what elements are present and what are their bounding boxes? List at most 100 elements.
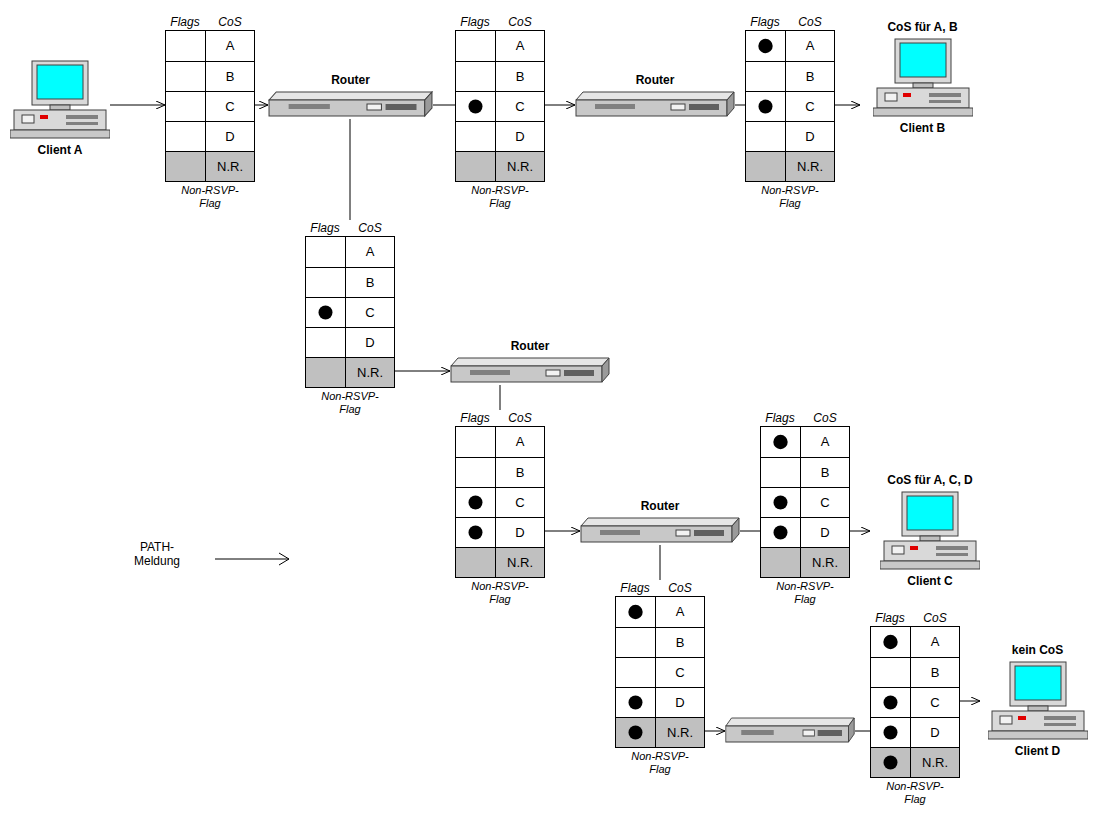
router: Router xyxy=(580,499,740,545)
router-top xyxy=(269,92,432,100)
flag-cell xyxy=(456,62,496,91)
flag-dot-icon xyxy=(616,688,655,717)
table-row: D xyxy=(456,517,544,547)
router-front xyxy=(726,726,849,742)
table-row: D xyxy=(616,687,704,717)
table-row: B xyxy=(761,457,849,487)
flag-cell xyxy=(761,488,801,517)
router-port xyxy=(367,104,381,110)
cos-cell: D xyxy=(911,718,959,747)
path-message-link xyxy=(960,701,980,702)
path-message-link xyxy=(395,371,450,372)
flag-dot xyxy=(883,635,897,649)
router-port xyxy=(671,104,685,110)
router-vent xyxy=(289,104,330,109)
flag-dot-icon xyxy=(616,597,655,627)
flag-dot xyxy=(469,496,483,510)
path-message-link xyxy=(735,105,745,106)
cos-cell: D xyxy=(346,328,394,357)
column-heading: CoS xyxy=(345,220,395,236)
table-caption: Non-RSVP- Flag xyxy=(758,184,822,210)
table-row: N.R. xyxy=(306,357,394,387)
table-row: C xyxy=(306,297,394,327)
flag-dot xyxy=(773,435,787,449)
table-row: B xyxy=(871,657,959,687)
table-row: C xyxy=(746,91,834,121)
cos-cell: A xyxy=(206,31,254,61)
flag-cell xyxy=(166,31,206,61)
path-message-link xyxy=(835,105,860,106)
flag-dot-icon xyxy=(456,92,495,121)
cos-cell: D xyxy=(786,122,834,151)
flag-table: FlagsCoSABCDN.R.Non-RSVP- Flag xyxy=(615,580,705,776)
flag-table: FlagsCoSABCDN.R.Non-RSVP- Flag xyxy=(745,14,835,210)
column-heading: Flags xyxy=(455,410,495,426)
flag-dot-icon xyxy=(871,688,910,717)
legend-text: PATH- Meldung xyxy=(125,540,189,568)
router: Router xyxy=(268,73,433,119)
router-icon xyxy=(725,717,855,745)
table-row: N.R. xyxy=(616,717,704,747)
non-rsvp-cell: N.R. xyxy=(496,548,544,577)
flag-dot xyxy=(629,726,643,740)
column-heading: Flags xyxy=(760,410,800,426)
table-row: C xyxy=(166,91,254,121)
monitor-screen xyxy=(907,496,953,530)
table-row: D xyxy=(761,517,849,547)
router-side xyxy=(732,518,739,542)
flag-cell xyxy=(871,748,911,777)
path-message-link xyxy=(545,531,580,532)
flag-cell xyxy=(746,122,786,151)
table-caption: Non-RSVP- Flag xyxy=(773,580,837,606)
computer-icon xyxy=(873,38,973,118)
flag-cell xyxy=(456,31,496,61)
cos-cell: D xyxy=(801,518,849,547)
flag-cell xyxy=(871,658,911,687)
cos-cell: D xyxy=(496,518,544,547)
column-heading: CoS xyxy=(655,580,705,596)
router-icon xyxy=(575,91,735,119)
non-rsvp-cell: N.R. xyxy=(346,358,394,387)
table-row: N.R. xyxy=(166,151,254,181)
flag-cell xyxy=(456,152,496,181)
cos-cell: A xyxy=(801,427,849,457)
flag-cell xyxy=(456,488,496,517)
desktop-case xyxy=(14,110,106,130)
keyboard xyxy=(873,108,973,116)
path-message-link xyxy=(705,731,725,732)
drive-slot xyxy=(936,546,968,550)
flag-dot-icon xyxy=(761,518,800,547)
non-rsvp-cell: N.R. xyxy=(786,152,834,181)
flag-cell xyxy=(871,718,911,747)
column-heading: CoS xyxy=(910,610,960,626)
router-label: Router xyxy=(580,499,740,514)
flag-cell xyxy=(456,427,496,457)
flag-dot xyxy=(629,696,643,710)
cos-cell: C xyxy=(206,92,254,121)
non-rsvp-cell: N.R. xyxy=(801,548,849,577)
path-message-link xyxy=(740,531,760,532)
flag-dot xyxy=(884,696,898,710)
client-computer: Client A xyxy=(10,60,110,158)
flag-cell xyxy=(166,122,206,151)
flag-cell xyxy=(616,658,656,687)
path-message-link xyxy=(545,105,575,106)
router-front xyxy=(451,366,602,382)
table-header: FlagsCoS xyxy=(305,220,395,236)
table-header: FlagsCoS xyxy=(870,610,960,626)
legend-item: PATH- Meldung xyxy=(125,540,189,568)
flag-cell xyxy=(166,62,206,91)
flag-dot-icon xyxy=(871,627,910,657)
flag-cell xyxy=(616,597,656,627)
client-label: Client D xyxy=(980,744,1095,759)
table-row: A xyxy=(166,31,254,61)
flag-cell xyxy=(616,628,656,657)
table-row: B xyxy=(166,61,254,91)
router-label: Router xyxy=(450,339,610,354)
table-row: D xyxy=(456,121,544,151)
client-label: Client C xyxy=(870,574,990,589)
table-caption: Non-RSVP- Flag xyxy=(628,750,692,776)
table-header: FlagsCoS xyxy=(745,14,835,30)
client-label: Client B xyxy=(860,121,985,136)
